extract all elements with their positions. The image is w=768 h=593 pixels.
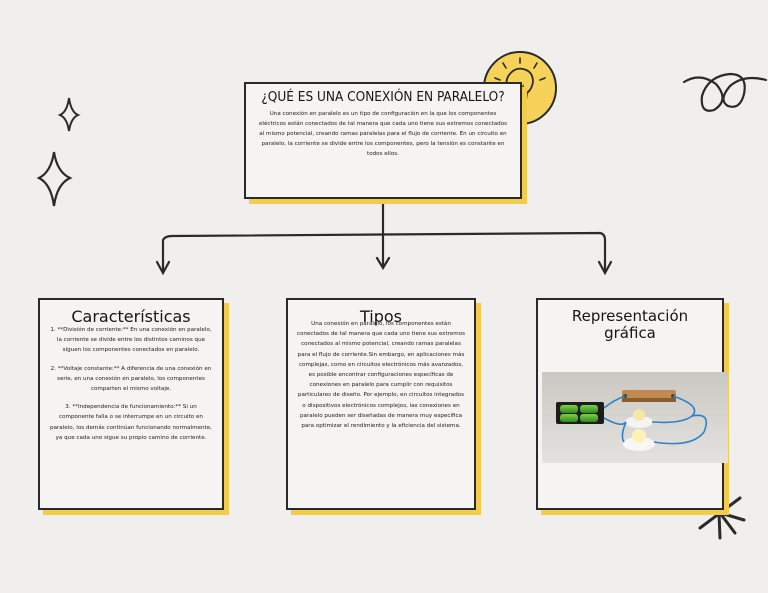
sparkle-icon xyxy=(36,151,73,207)
circuit-photo xyxy=(542,372,728,463)
bulb-sockets xyxy=(623,409,655,451)
types-description: Una conexión en paralelo, los componente… xyxy=(296,321,466,430)
main-question-card: ¿QUÉ ES UNA CONEXIÓN EN PARALELO? Una co… xyxy=(244,82,522,199)
types-card: Tipos Una conexión en paralelo, los comp… xyxy=(286,298,476,510)
characteristic-item: 3. **Independencia de funcionamiento:** … xyxy=(50,404,212,441)
characteristic-item: 2. **Voltaje constante:** A diferencia d… xyxy=(50,365,212,393)
types-title: Tipos xyxy=(359,307,402,326)
circuit-wires xyxy=(603,395,708,445)
characteristics-title: Características xyxy=(71,307,191,326)
sparkle-icon xyxy=(57,97,81,132)
resistor-block xyxy=(622,390,676,402)
characteristic-item: 1. **División de corriente:** En una con… xyxy=(50,327,212,354)
connector-lines xyxy=(155,198,613,276)
battery-holder xyxy=(556,402,604,424)
main-description: Una conexión en paralelo es un tipo de c… xyxy=(258,111,508,157)
scribble-icon xyxy=(682,72,768,112)
representation-title: Representación gráfica xyxy=(571,307,689,342)
main-title: ¿QUÉ ES UNA CONEXIÓN EN PARALELO? xyxy=(261,89,505,105)
representation-card: Representación gráfica xyxy=(536,298,728,510)
characteristics-card: Características 1. **División de corrien… xyxy=(38,298,224,510)
